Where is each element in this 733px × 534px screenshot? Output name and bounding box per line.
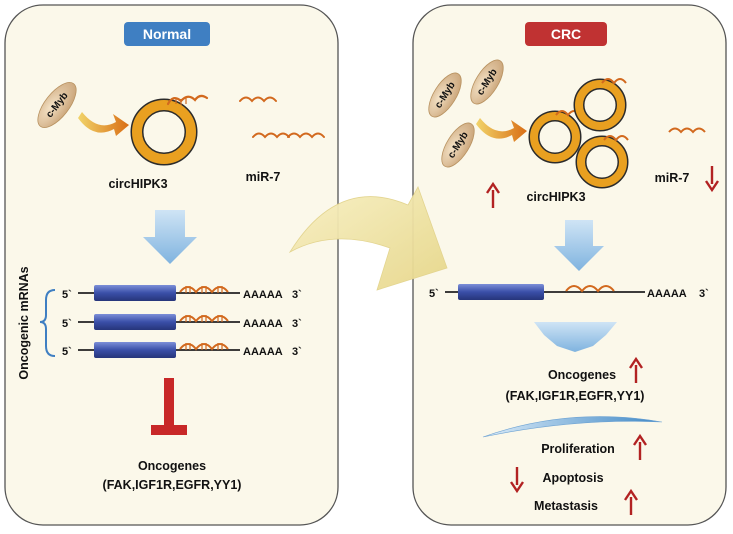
normal-panel-frame (4, 4, 339, 526)
svg-text:3`: 3` (292, 346, 302, 358)
normal-mirna-label: miR-7 (246, 170, 281, 184)
svg-text:3`: 3` (292, 289, 302, 301)
mrna-row-1: 5` AAAAA 3` (62, 285, 302, 301)
mirna-squiggle-icon (166, 94, 209, 106)
arrow-down-icon (534, 322, 617, 352)
oncogenic-mrnas-label: Oncogenic mRNAs (17, 266, 31, 379)
mirna-squiggle-icon (668, 127, 706, 134)
arrow-down-icon (510, 467, 524, 494)
normal-panel: Normal c-Myb circHIPK3 miR-7 Oncogen (4, 4, 339, 526)
circle-ring-icon (575, 135, 629, 189)
crc-oncogenes-list: (FAK,IGF1R,EGFR,YY1) (506, 389, 645, 403)
svg-text:AAAAA: AAAAA (243, 346, 283, 358)
circle-ring-icon (528, 110, 582, 164)
svg-text:5`: 5` (429, 288, 439, 300)
mrna-row-2: 5` AAAAA 3` (62, 314, 302, 330)
svg-text:3`: 3` (292, 318, 302, 330)
outcome-metastasis: Metastasis (534, 499, 598, 513)
svg-text:3`: 3` (699, 288, 709, 300)
mrna-group-brace (39, 289, 56, 357)
arrow-up-icon (624, 488, 638, 515)
arrow-down-icon (554, 220, 604, 271)
outcome-arc (482, 416, 663, 438)
crc-circrna-label: circHIPK3 (526, 190, 585, 204)
arrow-up-icon (629, 356, 643, 383)
svg-text:5`: 5` (62, 318, 72, 330)
arrow-up-icon (633, 433, 647, 460)
svg-text:5`: 5` (62, 346, 72, 358)
mrna-row-3: 5` AAAAA 3` (62, 342, 302, 358)
crc-panel-title: CRC (551, 26, 581, 42)
svg-text:AAAAA: AAAAA (243, 289, 283, 301)
svg-text:AAAAA: AAAAA (243, 318, 283, 330)
inhibition-icon (151, 378, 187, 435)
outcome-proliferation: Proliferation (541, 442, 615, 456)
arrow-up-icon (486, 181, 500, 208)
normal-oncogenes-title: Oncogenes (138, 459, 206, 473)
normal-title-tag (124, 22, 210, 46)
circle-ring-icon (130, 94, 209, 166)
normal-oncogenes-list: (FAK,IGF1R,EGFR,YY1) (103, 478, 242, 492)
crc-mirna-label: miR-7 (655, 171, 690, 185)
crc-mrna: 5` AAAAA 3` (429, 284, 709, 300)
crc-panel: CRC c-Myb c-Myb c-Myb (412, 4, 727, 526)
crc-title-tag (525, 22, 607, 46)
arrow-right-icon (476, 118, 527, 142)
svg-text:5`: 5` (62, 289, 72, 301)
svg-text:AAAAA: AAAAA (647, 288, 687, 300)
mirna-squiggle-icon (239, 96, 325, 139)
outcome-apoptosis: Apoptosis (542, 471, 603, 485)
arrow-down-icon (143, 210, 197, 264)
transition-arrow-icon (288, 186, 448, 291)
arrow-right-icon (78, 112, 129, 136)
arrow-down-icon (705, 166, 719, 193)
crc-oncogenes-title: Oncogenes (548, 368, 616, 382)
circle-ring-icon (573, 78, 627, 132)
normal-panel-title: Normal (143, 26, 191, 42)
normal-circrna-label: circHIPK3 (108, 177, 167, 191)
